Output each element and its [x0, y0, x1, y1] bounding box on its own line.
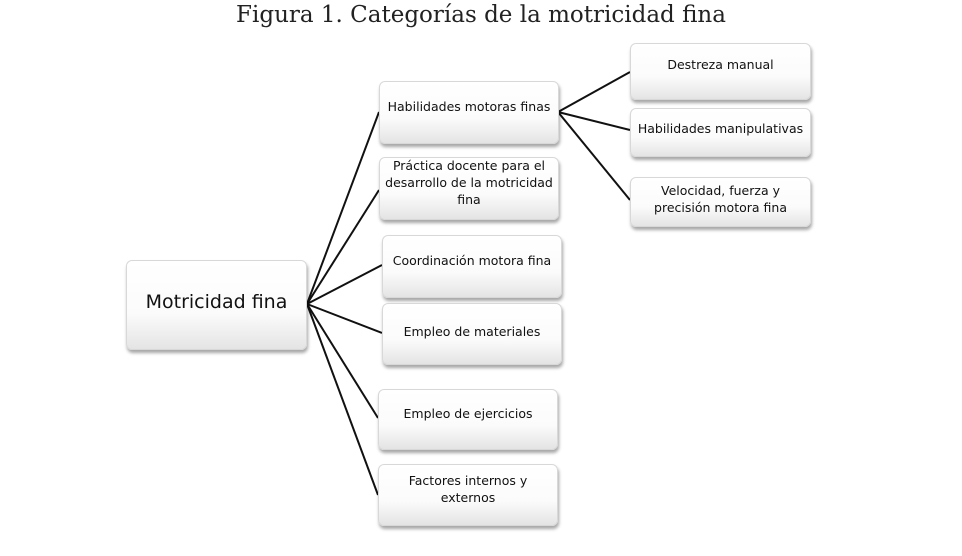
- figure-title: Figura 1. Categorías de la motricidad fi…: [236, 2, 726, 28]
- node-manipulativas: Habilidades manipulativas: [630, 108, 811, 157]
- node-destreza: Destreza manual: [630, 43, 811, 100]
- connector: [557, 71, 631, 113]
- node-materiales: Empleo de materiales: [382, 303, 562, 365]
- connector: [306, 264, 383, 305]
- connector: [557, 111, 631, 131]
- node-coordinacion: Coordinación motora fina: [382, 235, 562, 298]
- node-ejercicios: Empleo de ejercicios: [378, 389, 558, 450]
- connector: [306, 189, 380, 305]
- node-root: Motricidad fina: [126, 260, 307, 350]
- connector: [306, 111, 380, 305]
- node-velocidad: Velocidad, fuerza y precisión motora fin…: [630, 177, 811, 227]
- node-practica-docente: Práctica docente para el desarrollo de l…: [379, 157, 559, 220]
- node-habilidades-motoras: Habilidades motoras finas: [379, 81, 559, 144]
- connector: [557, 111, 631, 201]
- node-factores: Factores internos y externos: [378, 464, 558, 526]
- connector: [306, 303, 379, 496]
- connector: [306, 303, 379, 419]
- connector: [306, 303, 383, 334]
